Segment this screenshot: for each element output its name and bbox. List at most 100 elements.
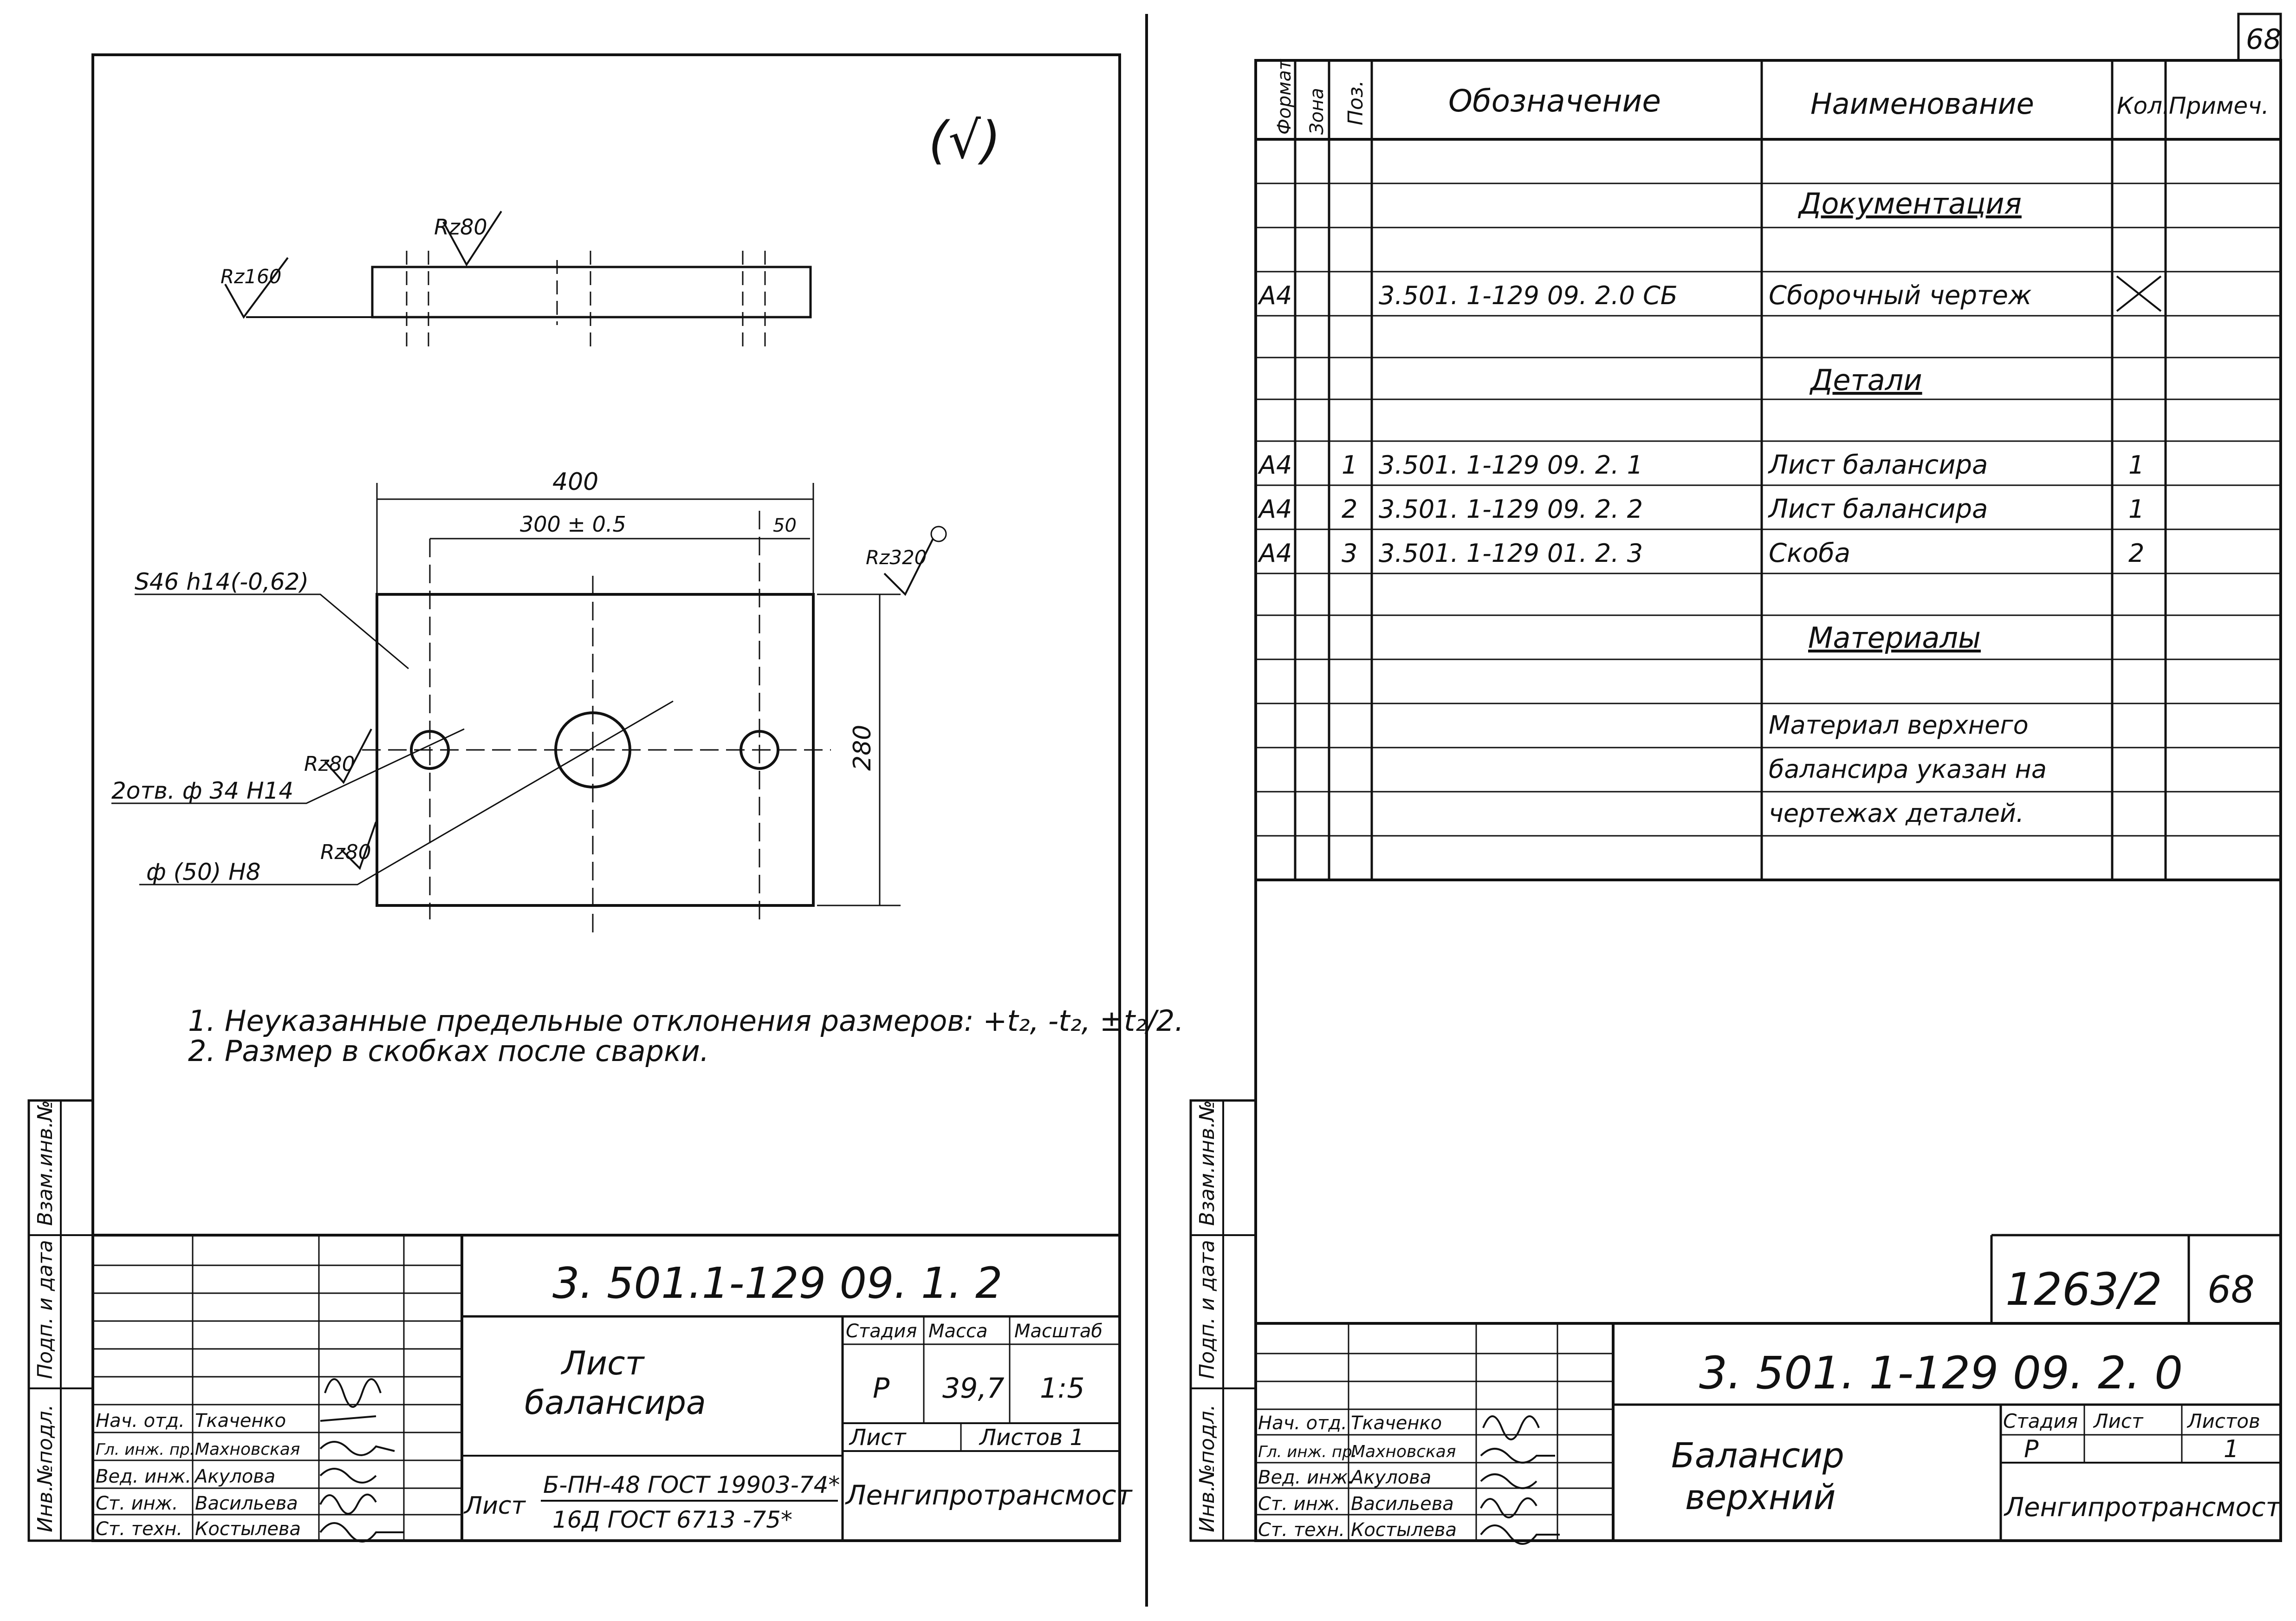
row1-format: А4 xyxy=(1258,450,1292,480)
rz-top-label: Rz80 xyxy=(434,215,487,240)
material-note-1: Материал верхнего xyxy=(1769,710,2029,740)
row1-qty: 1 xyxy=(2128,450,2144,480)
stamp-replace-inv: Взам.инв.№ xyxy=(33,1100,57,1226)
sheets-label: Листов 1 xyxy=(979,1425,1084,1451)
note-2: 2. Размер в скобках после сварки. xyxy=(188,1034,709,1068)
r-name-2: Акулова xyxy=(1349,1467,1431,1488)
name-0: Ткаченко xyxy=(195,1410,286,1432)
hdr-zone: Зона xyxy=(1306,88,1328,135)
hdr-pos: Поз. xyxy=(1344,80,1368,125)
material-prefix: Лист xyxy=(463,1492,526,1520)
rz-hole-big: Rz80 xyxy=(320,840,371,864)
left-sheet-text: (√) Rz80 Rz160 400 300 ± 0.5 50 Rz320 S4… xyxy=(33,111,1184,1540)
left-organization: Ленгипротрансмост xyxy=(845,1479,1133,1511)
material-top: Б-ПН-48 ГОСТ 19903-74* xyxy=(543,1471,840,1498)
left-signatures xyxy=(319,1378,404,1543)
material-note-3: чертежах деталей. xyxy=(1769,799,2024,828)
row1-name: Лист балансира xyxy=(1768,450,1988,480)
r-role-1: Гл. инж. пр. xyxy=(1258,1443,1357,1461)
r-stamp-sign-date: Подп. и дата xyxy=(1195,1240,1219,1379)
left-name-line2: балансира xyxy=(525,1384,706,1422)
stamp-sign-date: Подп. и дата xyxy=(33,1240,57,1379)
name-2: Акулова xyxy=(194,1466,275,1487)
section-docs: Документация xyxy=(1797,187,2022,221)
thickness-note: S46 h14(-0,62) xyxy=(135,568,309,595)
holes-note: 2отв. ф 34 Н14 xyxy=(111,777,293,804)
name-3: Васильева xyxy=(195,1493,298,1514)
role-4: Ст. техн. xyxy=(96,1518,182,1540)
rz-side-label: Rz160 xyxy=(221,265,281,288)
right-frame xyxy=(1254,59,2282,1542)
dim-400: 400 xyxy=(552,468,598,496)
stamp-page: 68 xyxy=(2207,1268,2255,1311)
r-stamp-inv-orig: Инв.№подл. xyxy=(1195,1404,1219,1532)
page-number: 68 xyxy=(2246,23,2281,56)
right-signatures xyxy=(1480,1415,1560,1545)
stamp-number: 1263/2 xyxy=(2005,1263,2162,1315)
r-stage-value: Р xyxy=(2024,1435,2039,1463)
center-hole-note: ф (50) Н8 xyxy=(146,859,261,885)
note-1: 1. Неуказанные предельные отклонения раз… xyxy=(188,1004,1184,1038)
rz-plate-label: Rz320 xyxy=(866,546,927,569)
r-role-0: Нач. отд. xyxy=(1258,1413,1347,1434)
stage-value: Р xyxy=(873,1372,890,1405)
strip-view xyxy=(371,266,812,319)
hdr-designation: Обозначение xyxy=(1448,83,1661,119)
scale-value: 1:5 xyxy=(1040,1372,1085,1405)
r-stamp-replace-inv: Взам.инв.№ xyxy=(1195,1100,1219,1226)
right-sheet xyxy=(1145,13,2282,1607)
right-name-line2: верхний xyxy=(1685,1478,1836,1517)
row0-name: Сборочный чертеж xyxy=(1769,280,2031,311)
r-sheets-value: 1 xyxy=(2224,1435,2239,1463)
r-stage-header: Стадия xyxy=(2003,1410,2078,1432)
hdr-qty: Кол. xyxy=(2117,92,2170,119)
row2-name: Лист балансира xyxy=(1768,494,1988,524)
r-sheets-header: Листов xyxy=(2186,1410,2260,1432)
mass-header: Масса xyxy=(928,1321,988,1342)
row2-format: А4 xyxy=(1258,495,1292,524)
roughness-symbol: (√) xyxy=(928,111,1001,170)
r-role-3: Ст. инж. xyxy=(1258,1493,1341,1515)
r-name-1: Махновская xyxy=(1351,1442,1456,1461)
role-3: Ст. инж. xyxy=(96,1493,178,1514)
r-name-3: Васильева xyxy=(1351,1493,1454,1515)
material-note-2: балансира указан на xyxy=(1769,755,2047,784)
row1-designation: 3.501. 1-129 09. 2. 1 xyxy=(1379,450,1643,480)
stamp-inv-orig: Инв.№подл. xyxy=(33,1404,57,1532)
r-name-4: Костылева xyxy=(1351,1519,1457,1541)
right-sheet-text: 68 Формат Зона Поз. Обозначение Наименов… xyxy=(1195,23,2282,1541)
r-name-0: Ткаченко xyxy=(1351,1413,1442,1434)
r-role-2: Вед. инж. xyxy=(1258,1467,1354,1488)
material-bottom: 16Д ГОСТ 6713 -75* xyxy=(552,1506,792,1533)
role-2: Вед. инж. xyxy=(96,1466,191,1487)
row3-format: А4 xyxy=(1258,539,1292,568)
r-sheet-header: Лист xyxy=(2093,1410,2144,1432)
rz-hole-small: Rz80 xyxy=(304,752,355,776)
mass-value: 39,7 xyxy=(942,1372,1005,1405)
hdr-name: Наименование xyxy=(1810,87,2034,121)
hdr-note: Примеч. xyxy=(2169,92,2269,119)
role-1: Гл. инж. пр. xyxy=(96,1440,195,1459)
dim-300: 300 ± 0.5 xyxy=(520,512,626,537)
row1-pos: 1 xyxy=(1342,450,1357,480)
right-organization: Ленгипротрансмост xyxy=(2004,1492,2282,1523)
section-materials: Материалы xyxy=(1808,621,1981,655)
name-4: Костылева xyxy=(195,1518,301,1540)
row2-designation: 3.501. 1-129 09. 2. 2 xyxy=(1379,495,1643,524)
name-1: Махновская xyxy=(195,1440,300,1459)
sheet-label: Лист xyxy=(849,1425,907,1451)
stage-header: Стадия xyxy=(846,1321,917,1342)
row2-pos: 2 xyxy=(1342,495,1357,524)
hdr-format: Формат xyxy=(1274,59,1295,135)
scale-header: Масштаб xyxy=(1014,1321,1103,1342)
row3-name: Скоба xyxy=(1769,538,1850,568)
right-doc-number: 3. 501. 1-129 09. 2. 0 xyxy=(1699,1347,2183,1399)
row3-pos: 3 xyxy=(1342,539,1357,568)
left-sheet xyxy=(27,53,1121,1542)
left-name-line1: Лист xyxy=(560,1344,645,1382)
role-0: Нач. отд. xyxy=(96,1410,185,1432)
section-parts: Детали xyxy=(1809,363,1922,397)
row0-format: А4 xyxy=(1258,281,1292,310)
row2-qty: 1 xyxy=(2128,495,2144,524)
